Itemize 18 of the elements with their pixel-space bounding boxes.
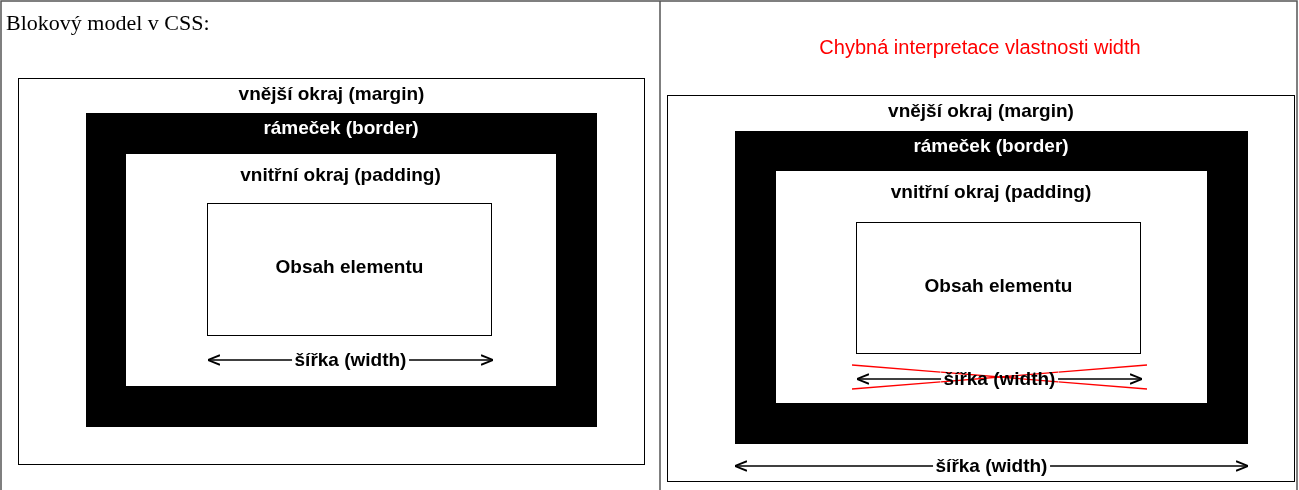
area-label: vnější okraj (margin) — [238, 83, 425, 105]
area-label: rámeček (border) — [263, 116, 419, 139]
margin-area — [667, 95, 1295, 482]
area-label: Obsah elementu — [924, 275, 1073, 297]
panel-heading: Blokový model v CSS: — [6, 10, 210, 36]
content-box — [856, 222, 1141, 354]
border-area — [734, 130, 1248, 444]
area-label: Obsah elementu — [275, 256, 424, 278]
area-label: vnější okraj (margin) — [888, 100, 1074, 122]
padding-area — [124, 152, 557, 387]
margin-area — [18, 78, 645, 465]
padding-area — [774, 169, 1208, 404]
area-label: vnitřní okraj (padding) — [890, 180, 1092, 203]
area-label: vnitřní okraj (padding) — [240, 163, 441, 186]
border-area — [85, 112, 597, 427]
area-label: rámeček (border) — [913, 134, 1069, 157]
panel-heading: Chybná interpretace vlastnosti width — [819, 36, 1141, 59]
content-box — [207, 203, 492, 336]
